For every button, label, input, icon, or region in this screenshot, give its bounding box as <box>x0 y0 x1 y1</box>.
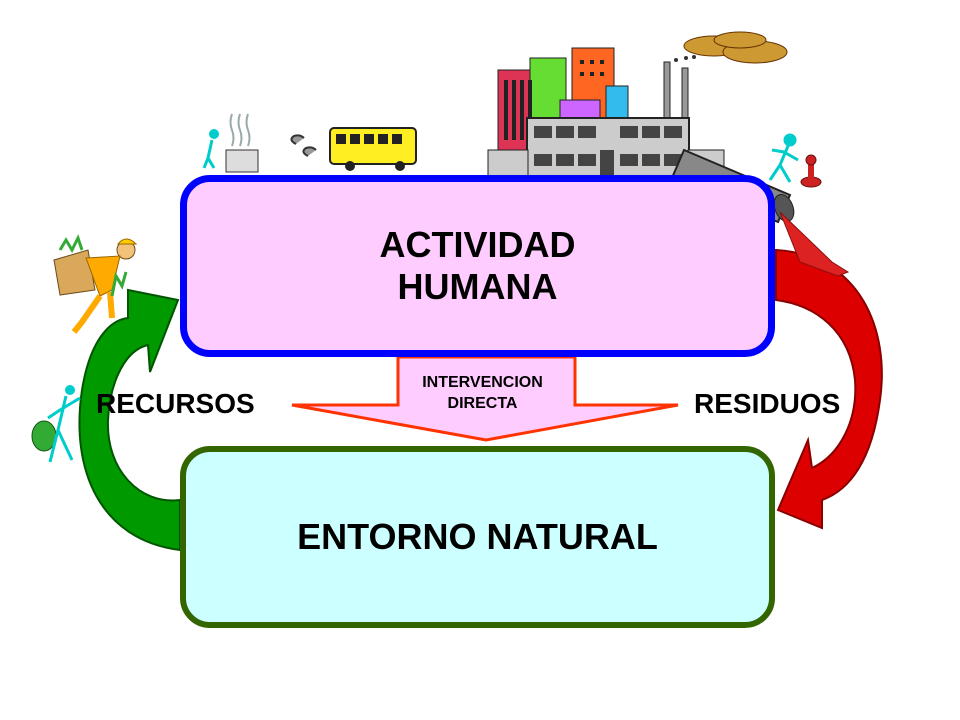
waste-arrow <box>775 248 883 530</box>
human-activity-box: ACTIVIDAD HUMANA <box>180 175 775 357</box>
bus-icon <box>290 127 417 171</box>
intervention-arrow <box>291 355 679 442</box>
worker-icon <box>768 133 799 183</box>
intervention-line2: DIRECTA <box>447 395 518 412</box>
farmer-icon <box>53 234 138 334</box>
factory-icon <box>487 61 725 177</box>
intervention-label: INTERVENCION DIRECTA <box>395 372 570 414</box>
resources-label: RECURSOS <box>96 388 255 419</box>
natural-environment-box: ENTORNO NATURAL <box>180 446 775 628</box>
intervention-line1: INTERVENCION <box>422 374 543 391</box>
human-activity-line2: HUMANA <box>397 266 558 307</box>
human-activity-line1: ACTIVIDAD <box>379 224 576 265</box>
hiker-icon <box>31 385 81 463</box>
resources-arrow <box>78 288 181 552</box>
natural-environment-title: ENTORNO NATURAL <box>297 516 658 557</box>
human-activity-title: ACTIVIDAD HUMANA <box>380 224 576 308</box>
waste-label: RESIDUOS <box>694 388 841 419</box>
smoke-cloud-icon <box>674 31 788 64</box>
radiator-icon <box>202 113 259 173</box>
valve-icon <box>800 154 822 188</box>
